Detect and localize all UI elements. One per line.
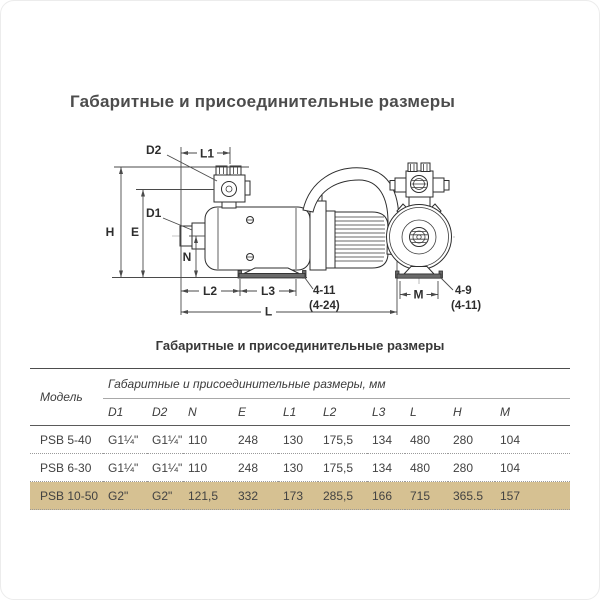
table-caption: Габаритные и присоединительные размеры <box>155 338 445 353</box>
cell-l2: 285,5 <box>318 481 367 510</box>
cell-e: 248 <box>233 453 278 482</box>
col-header-l: L <box>405 398 448 426</box>
dim-label-d2: D2 <box>146 143 162 157</box>
cell-d2: G1¼" <box>147 425 183 454</box>
dimensions-table: Модель Габаритные и присоединительные ра… <box>30 368 571 510</box>
cell-e: 332 <box>233 481 278 510</box>
col-header-l2: L2 <box>318 398 367 426</box>
cell-h: 280 <box>448 453 495 482</box>
cell-l: 480 <box>405 425 448 454</box>
dim-label-e: E <box>131 225 139 239</box>
table-row: PSB 5-40 G1¼" G1¼" 110 248 130 175,5 134… <box>30 425 571 454</box>
dim-label-l1: L1 <box>200 147 214 161</box>
cell-l3: 134 <box>367 453 405 482</box>
dim-label-l: L <box>265 305 272 319</box>
cell-d2: G2" <box>147 481 183 510</box>
group-column-header: Габаритные и присоединительные размеры, … <box>103 368 571 399</box>
col-header-n: N <box>183 398 233 426</box>
dim-label-d1: D1 <box>146 206 162 220</box>
col-header-e: E <box>233 398 278 426</box>
page-title: Габаритные и присоединительные размеры <box>70 92 456 111</box>
cell-n: 110 <box>183 453 233 482</box>
dimension-diagram: D2 L1 D1 H E N L2 L3 L 4-11 (4-24) <box>106 143 482 319</box>
pump-side-view <box>172 165 400 279</box>
holes-label-front-alt: (4-11) <box>451 300 481 312</box>
pump-front-view <box>383 162 455 284</box>
cell-e: 248 <box>233 425 278 454</box>
table-group-header-row: Модель Габаритные и присоединительные ра… <box>30 368 571 426</box>
table-subheader-row: D1 D2 N E L1 L2 L3 L H M <box>30 398 571 426</box>
cell-m: 104 <box>495 425 571 454</box>
cell-m: 104 <box>495 453 571 482</box>
dim-label-h: H <box>106 225 115 239</box>
model-cell: PSB 6-30 <box>30 453 103 482</box>
cell-n: 110 <box>183 425 233 454</box>
cell-h: 280 <box>448 425 495 454</box>
dim-label-n: N <box>183 250 192 264</box>
model-cell: PSB 10-50 <box>30 481 103 510</box>
cell-d2: G1¼" <box>147 453 183 482</box>
cell-l2: 175,5 <box>318 425 367 454</box>
front-view-dimensions: M 4-9 (4-11) <box>399 278 481 312</box>
cell-m: 157 <box>495 481 571 510</box>
holes-label-side-alt: (4-24) <box>309 300 340 312</box>
cell-l1: 130 <box>278 453 318 482</box>
model-cell: PSB 5-40 <box>30 425 103 454</box>
cell-n: 121,5 <box>183 481 233 510</box>
dim-label-l3: L3 <box>261 284 275 298</box>
col-header-d1: D1 <box>103 398 147 426</box>
cell-d1: G2" <box>103 481 147 510</box>
cell-l3: 166 <box>367 481 405 510</box>
col-header-l1: L1 <box>278 398 318 426</box>
cell-l3: 134 <box>367 425 405 454</box>
cell-l1: 130 <box>278 425 318 454</box>
cell-l: 480 <box>405 453 448 482</box>
cell-d1: G1¼" <box>103 453 147 482</box>
cell-l1: 173 <box>278 481 318 510</box>
side-view-dimensions: D2 L1 D1 H E N L2 L3 L 4-11 (4-24) <box>106 143 398 319</box>
holes-label-front: 4-9 <box>455 285 472 297</box>
holes-label-side: 4-11 <box>313 285 336 297</box>
cell-l2: 175,5 <box>318 453 367 482</box>
cell-l: 715 <box>405 481 448 510</box>
table-row: PSB 6-30 G1¼" G1¼" 110 248 130 175,5 134… <box>30 453 571 482</box>
col-header-d2: D2 <box>147 398 183 426</box>
col-header-h: H <box>448 398 495 426</box>
dim-label-m: M <box>414 288 424 302</box>
model-column-header: Модель <box>30 368 103 426</box>
col-header-l3: L3 <box>367 398 405 426</box>
cell-h: 365.5 <box>448 481 495 510</box>
cell-d1: G1¼" <box>103 425 147 454</box>
col-header-m: M <box>495 398 571 426</box>
dim-label-l2: L2 <box>203 284 217 298</box>
table-row-highlighted: PSB 10-50 G2" G2" 121,5 332 173 285,5 16… <box>30 481 571 510</box>
